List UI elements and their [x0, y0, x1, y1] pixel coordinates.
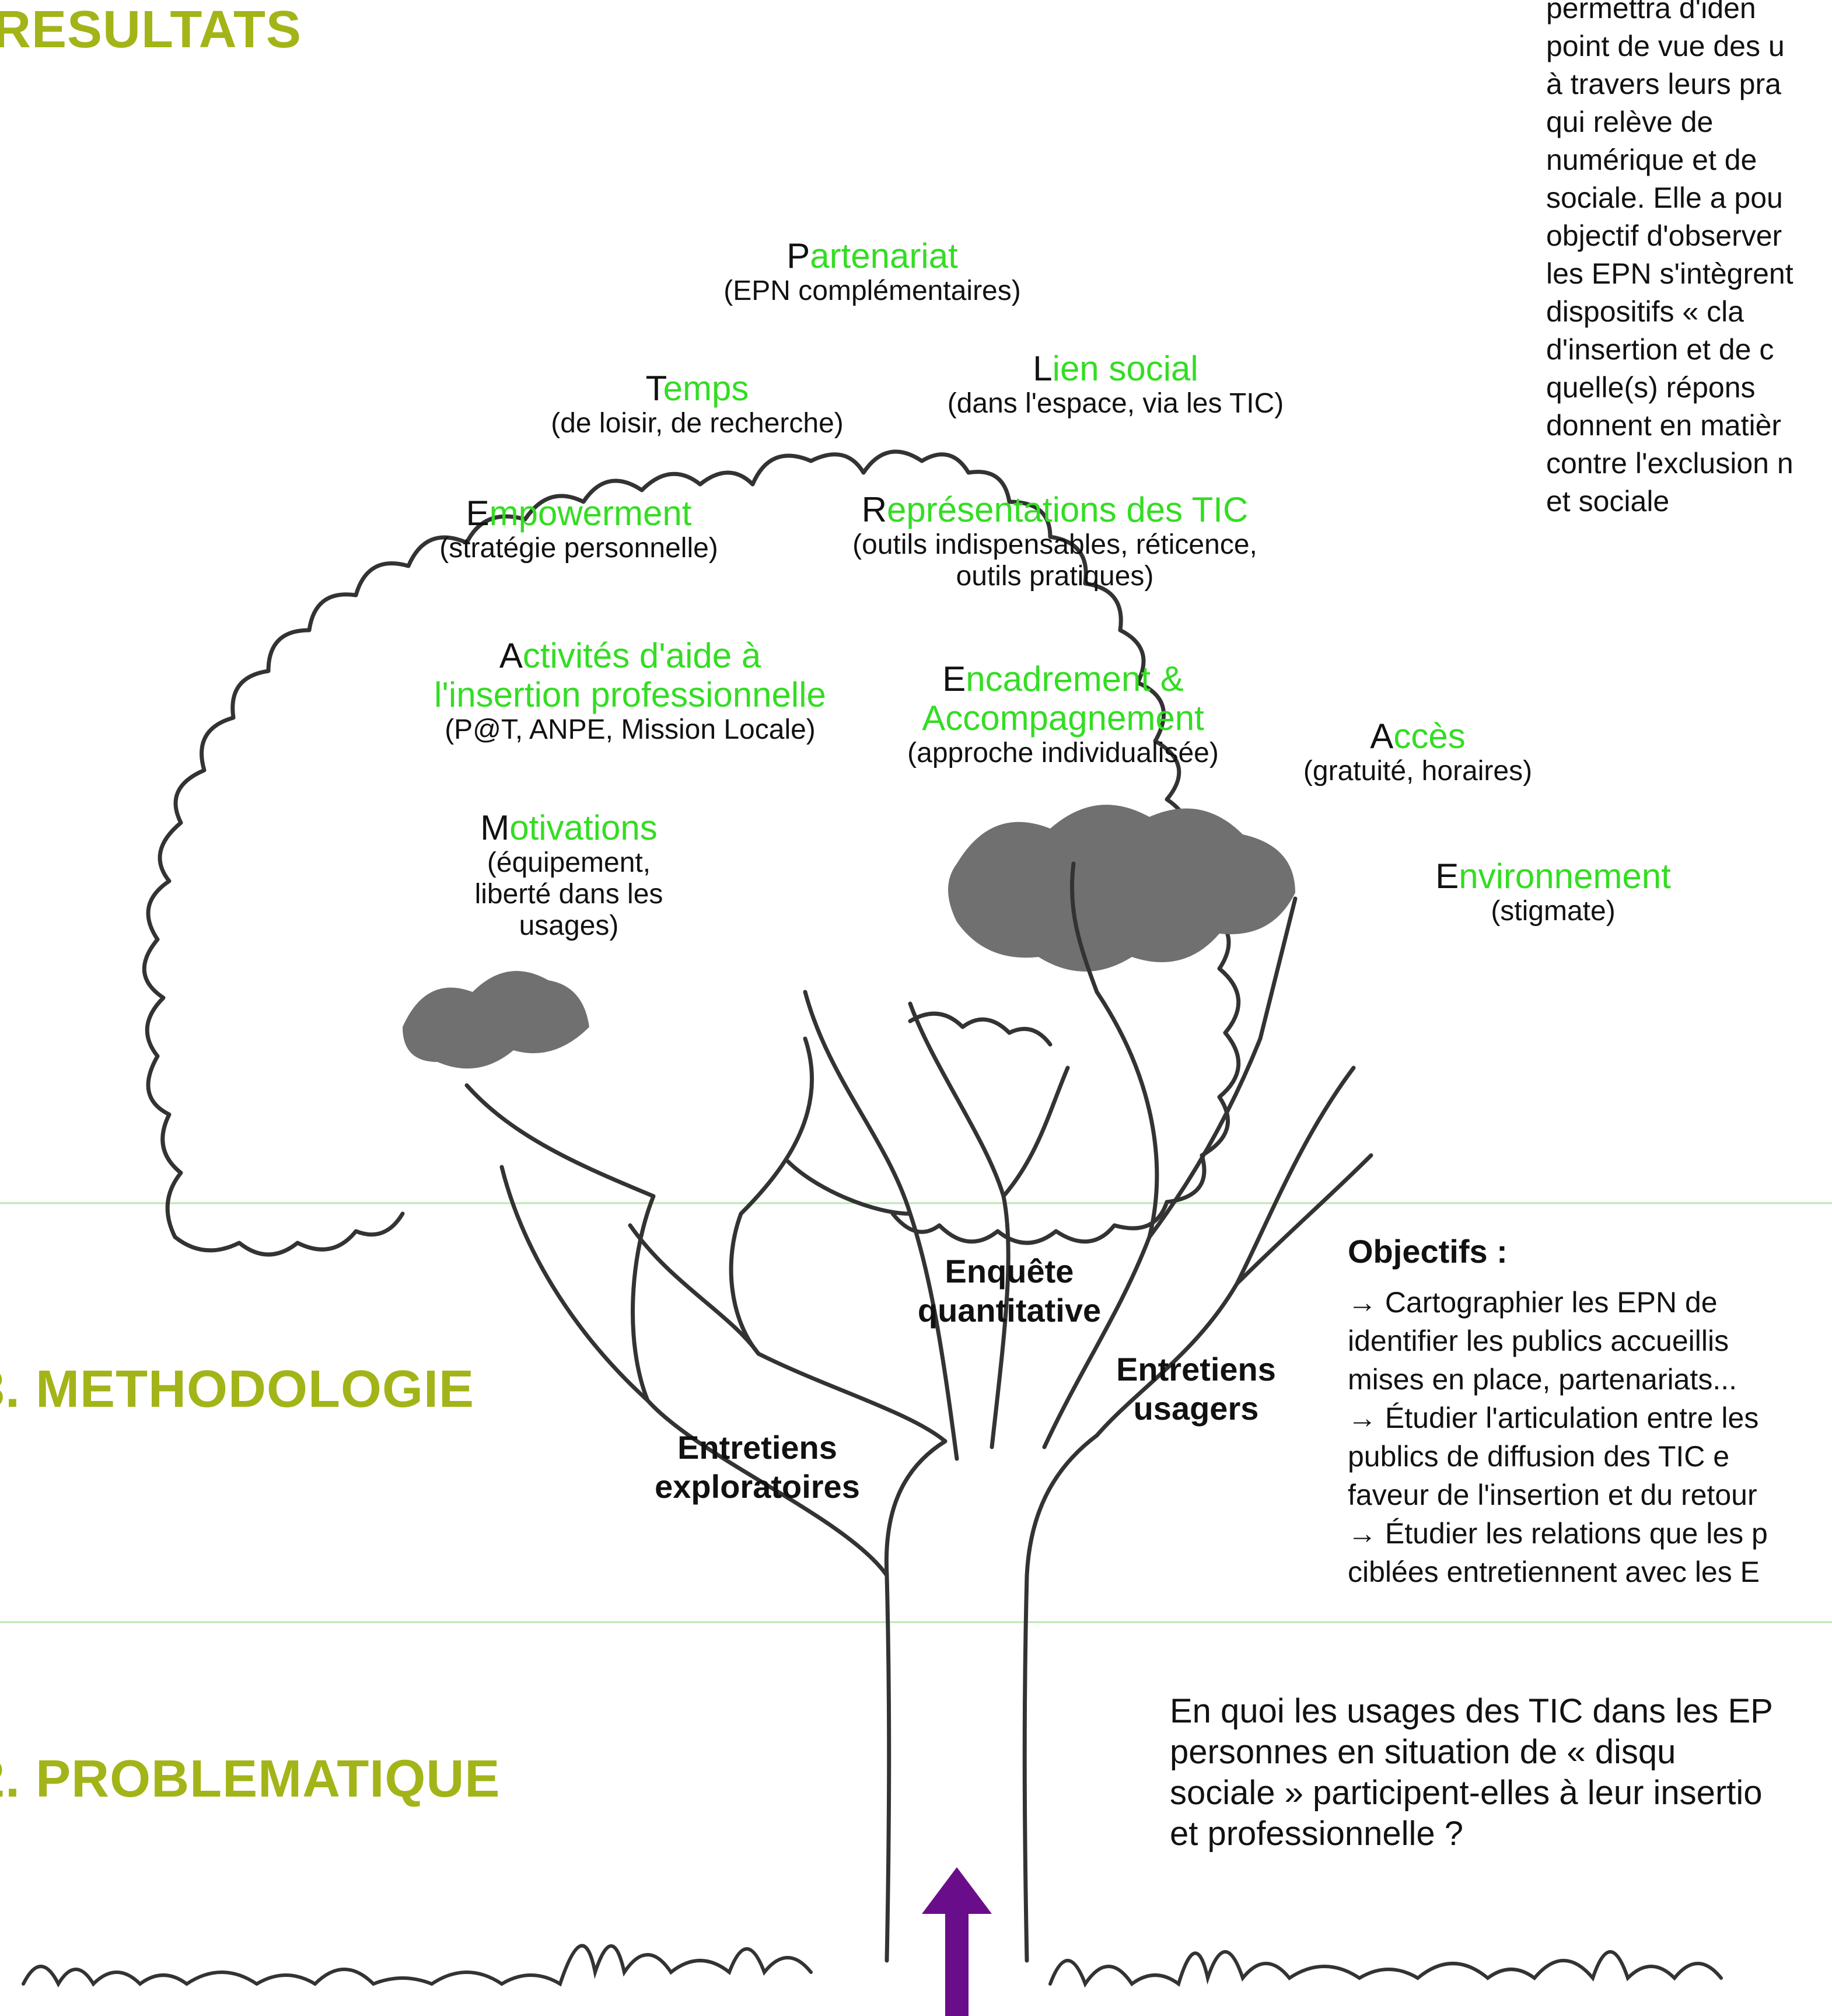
intro-line: et sociale: [1546, 485, 1670, 518]
tree-trunk: [464, 861, 1373, 1963]
result-detail: (approche individualisée): [907, 738, 1219, 769]
result-title: ctivités d'aide à: [522, 636, 761, 675]
method-label-line: quantitative: [917, 1292, 1102, 1329]
result-initial: L: [1033, 349, 1053, 388]
result-initial: E: [1435, 857, 1459, 896]
problem-line: En quoi les usages des TIC dans les EP: [1170, 1692, 1773, 1730]
intro-line: permettra d'iden: [1546, 0, 1756, 25]
intro-line: contre l'exclusion n: [1546, 447, 1793, 480]
objective-line: mises en place, partenariats...: [1348, 1363, 1737, 1396]
problem-line: sociale » participent-elles à leur inser…: [1170, 1774, 1763, 1812]
intro-line: donnent en matièr: [1546, 409, 1782, 442]
result-detail: outils pratiques): [956, 560, 1154, 592]
problem-line: et professionnelle ?: [1170, 1815, 1463, 1853]
result-title-line2: Accompagnement: [922, 698, 1204, 738]
objective-line: identifier les publics accueillis: [1348, 1325, 1729, 1357]
objectives-block: Objectifs : → Cartographier les EPN de i…: [1348, 1232, 1832, 1591]
intro-paragraph: permettra d'iden point de vue des u à tr…: [1546, 0, 1832, 520]
objective-line: → Étudier l'articulation entre les: [1348, 1402, 1759, 1434]
problem-question: En quoi les usages des TIC dans les EP p…: [1170, 1691, 1832, 1854]
section-title-methodology: 3. METHODOLOGIE: [0, 1360, 475, 1418]
objective-line: → Étudier les relations que les p: [1348, 1517, 1768, 1550]
objective-line: → Cartographier les EPN de: [1348, 1286, 1718, 1319]
intro-line: objectif d'observer: [1546, 219, 1782, 252]
intro-line: les EPN s'intègrent: [1546, 257, 1793, 290]
intro-line: quelle(s) répons: [1546, 371, 1756, 404]
method-label-line: Entretiens: [677, 1429, 837, 1466]
result-title: ien social: [1052, 349, 1198, 388]
result-title: otivations: [509, 808, 658, 847]
result-initial: A: [499, 636, 523, 675]
objective-line: publics de diffusion des TIC e: [1348, 1440, 1730, 1473]
result-initial: E: [466, 494, 490, 533]
result-detail: liberté dans les: [474, 878, 663, 910]
result-title: ncadrement &: [966, 659, 1184, 698]
result-initial: A: [1370, 717, 1394, 756]
intro-line: d'insertion et de c: [1546, 333, 1774, 366]
result-title: nvironnement: [1459, 857, 1671, 896]
result-detail: (de loisir, de recherche): [551, 408, 844, 439]
result-initial: R: [861, 490, 887, 529]
result-initial: M: [480, 808, 510, 847]
grass: [22, 1944, 1723, 1988]
section-title-problem: 2. PROBLEMATIQUE: [0, 1750, 501, 1808]
intro-line: dispositifs « cla: [1546, 295, 1744, 328]
result-title: mpowerment: [489, 494, 692, 533]
intro-line: point de vue des u: [1546, 30, 1785, 62]
result-detail: (stigmate): [1491, 896, 1616, 927]
result-initial: T: [645, 369, 663, 408]
objective-line: faveur de l'insertion et du retour: [1348, 1479, 1757, 1511]
objective-line: ciblées entretiennent avec les E: [1348, 1556, 1760, 1588]
result-detail: (EPN complémentaires): [723, 275, 1021, 307]
method-label-line: Entretiens: [1116, 1351, 1276, 1388]
intro-line: à travers leurs pra: [1546, 68, 1781, 100]
result-detail: (dans l'espace, via les TIC): [947, 388, 1284, 420]
result-title: artenariat: [810, 236, 958, 275]
result-title: eprésentations des TIC: [887, 490, 1249, 529]
intro-line: sociale. Elle a pou: [1546, 181, 1783, 214]
foliage-patches: [403, 805, 1295, 1069]
canopy-outline: [142, 449, 1241, 1257]
result-detail: (outils indispensables, réticence,: [852, 529, 1257, 561]
result-detail: (P@T, ANPE, Mission Locale): [445, 714, 816, 746]
result-title-line2: l'insertion professionnelle: [434, 675, 826, 715]
result-title: emps: [663, 369, 749, 408]
method-user-interviews: Entretiens usagers: [1079, 1350, 1313, 1428]
result-detail: (équipement,: [487, 847, 651, 879]
result-detail: (gratuité, horaires): [1303, 756, 1533, 787]
method-label-line: Enquête: [945, 1253, 1074, 1290]
result-detail: (stratégie personnelle): [439, 533, 718, 564]
method-quantitative-survey: Enquête quantitative: [893, 1252, 1126, 1330]
section-title-results: RESULTATS: [0, 1, 302, 59]
result-initial: P: [786, 236, 810, 275]
result-detail: usages): [519, 910, 619, 941]
result-initial: E: [942, 659, 966, 698]
method-exploratory-interviews: Entretiens exploratoires: [641, 1428, 874, 1506]
up-arrow-icon: [922, 1867, 992, 2016]
problem-line: personnes en situation de « disqu: [1170, 1733, 1676, 1771]
intro-line: qui relève de: [1546, 106, 1714, 138]
result-title: ccès: [1393, 717, 1466, 756]
intro-line: numérique et de: [1546, 144, 1757, 176]
method-label-line: usagers: [1133, 1390, 1259, 1427]
objectives-list: → Cartographier les EPN de identifier le…: [1348, 1283, 1832, 1591]
method-label-line: exploratoires: [655, 1468, 860, 1505]
objectives-title: Objectifs :: [1348, 1233, 1508, 1270]
